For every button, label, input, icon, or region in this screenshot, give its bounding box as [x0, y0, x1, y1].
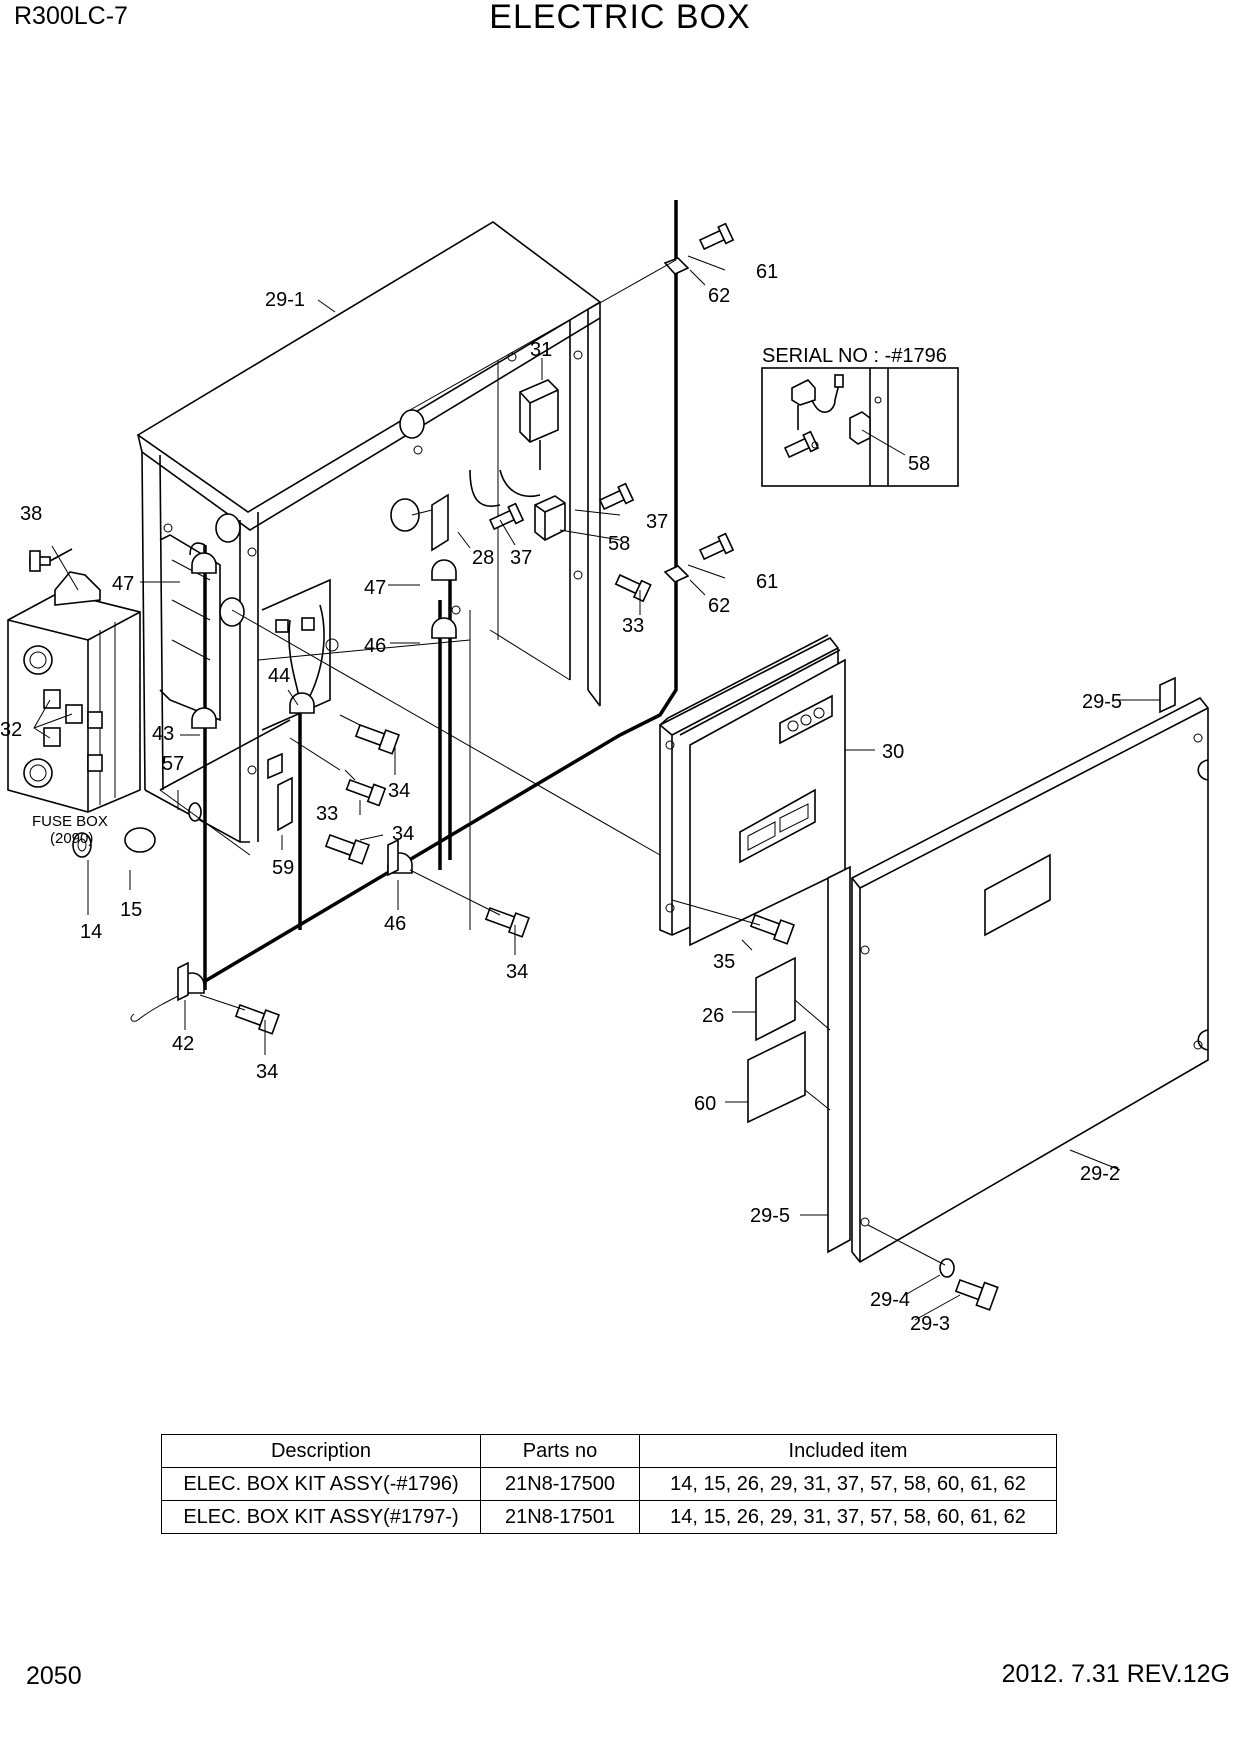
callout-34: 34: [256, 1061, 278, 1083]
callout-29-2: 29-2: [1080, 1163, 1120, 1185]
row-description: ELEC. BOX KIT ASSY(#1797-): [161, 1500, 481, 1534]
callout-29-4: 29-4: [870, 1289, 910, 1311]
callout-58: 58: [608, 533, 630, 555]
callout-60: 60: [694, 1093, 716, 1115]
row-parts-no: 21N8-17501: [480, 1500, 640, 1534]
page-number: 2050: [26, 1662, 82, 1690]
callout-44: 44: [268, 665, 290, 687]
row-description: ELEC. BOX KIT ASSY(-#1796): [161, 1467, 481, 1501]
callout-34: 34: [388, 780, 410, 802]
revision-date: 2012. 7.31 REV.12G: [1001, 1660, 1230, 1688]
callout-15: 15: [120, 899, 142, 921]
bolts: [29, 222, 999, 1311]
relay-31: [519, 379, 559, 470]
callout-61: 61: [756, 571, 778, 593]
callout-35: 35: [713, 951, 735, 973]
relay-58: [534, 495, 566, 541]
callout-28: 28: [472, 547, 494, 569]
row-included: 14, 15, 26, 29, 31, 37, 57, 58, 60, 61, …: [639, 1500, 1057, 1534]
callout-47: 47: [364, 577, 386, 599]
callout-57: 57: [162, 753, 184, 775]
callout-62: 62: [708, 285, 730, 307]
table-header-row: Description Parts no Included item: [161, 1434, 1057, 1468]
fuse-box-caption: FUSE BOX: [32, 813, 108, 830]
callout-29-5: 29-5: [1082, 691, 1122, 713]
electric-box-housing: [136, 221, 602, 930]
clamps: [177, 257, 690, 1002]
callout-62: 62: [708, 595, 730, 617]
fuse-box: [7, 571, 141, 813]
row-included: 14, 15, 26, 29, 31, 37, 57, 58, 60, 61, …: [639, 1467, 1057, 1501]
wire-harness: [130, 200, 678, 1022]
callout-33: 33: [622, 615, 644, 637]
callout-38: 38: [20, 503, 42, 525]
controller-30: [659, 634, 846, 947]
callout-29-5: 29-5: [750, 1205, 790, 1227]
table-row: ELEC. BOX KIT ASSY(#1797-) 21N8-17501 14…: [161, 1500, 1057, 1534]
callout-34: 34: [506, 961, 528, 983]
callout-33: 33: [316, 803, 338, 825]
callout-46: 46: [384, 913, 406, 935]
callout-61: 61: [756, 261, 778, 283]
table-row: ELEC. BOX KIT ASSY(-#1796) 21N8-17500 14…: [161, 1467, 1057, 1501]
callout-32: 32: [0, 719, 22, 741]
seal-strip-29-5: [827, 676, 1176, 1254]
callout-43: 43: [152, 723, 174, 745]
inset-caption: SERIAL NO : -#1796: [762, 345, 947, 367]
inset-label-58: 58: [908, 453, 930, 475]
cover-plate: [851, 696, 1209, 1264]
page-title: ELECTRIC BOX: [489, 0, 751, 36]
callout-14: 14: [80, 921, 102, 943]
callout-34: 34: [392, 823, 414, 845]
fuse-box-ref: (2090): [50, 830, 93, 847]
callout-26: 26: [702, 1005, 724, 1027]
header-description: Description: [161, 1434, 481, 1468]
leader-lines: [51, 255, 1160, 1321]
row-parts-no: 21N8-17500: [480, 1467, 640, 1501]
labels-26-60: [747, 956, 806, 1124]
callout-59: 59: [272, 857, 294, 879]
header-parts-no: Parts no: [480, 1434, 640, 1468]
model-name: R300LC-7: [14, 2, 128, 30]
callout-labels: 29-1 31 61 62 61 62 38 47 47 28 37 37 58…: [0, 261, 1122, 1335]
callout-47: 47: [112, 573, 134, 595]
callout-29-1: 29-1: [265, 289, 305, 311]
callout-37: 37: [646, 511, 668, 533]
parts-table: Description Parts no Included item ELEC.…: [161, 1434, 1057, 1534]
serial-inset: SERIAL NO : -#1796 58: [761, 345, 959, 487]
callout-29-3: 29-3: [910, 1313, 950, 1335]
header-included-item: Included item: [639, 1434, 1057, 1468]
callout-46: 46: [364, 635, 386, 657]
callout-30: 30: [882, 741, 904, 763]
callout-37: 37: [510, 547, 532, 569]
callout-31: 31: [530, 339, 552, 361]
relay-holder-28: [390, 493, 449, 552]
callout-42: 42: [172, 1033, 194, 1055]
